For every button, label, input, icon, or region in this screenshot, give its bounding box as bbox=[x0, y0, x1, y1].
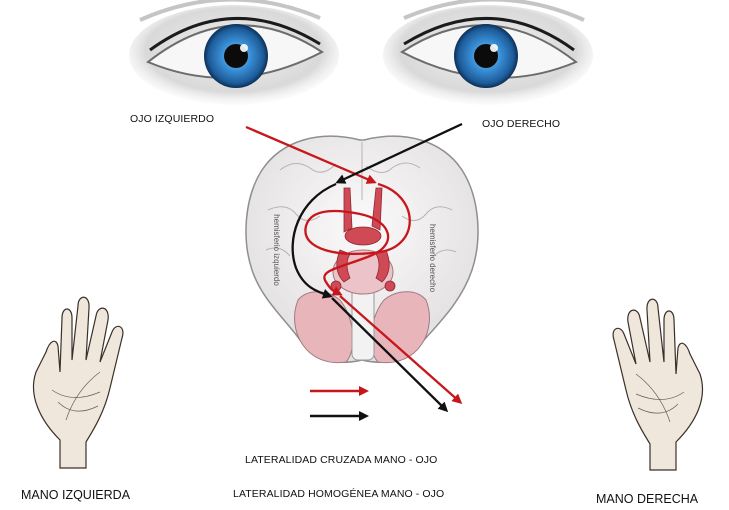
left-hand-label: MANO IZQUIERDA bbox=[21, 488, 130, 502]
left-hemisphere-label: hemisferio izquierdo bbox=[272, 214, 281, 286]
left-eye-image bbox=[129, 0, 339, 105]
right-hand-label: MANO DERECHA bbox=[596, 492, 698, 506]
right-eye-label: OJO DERECHO bbox=[482, 118, 560, 130]
left-hand-image bbox=[33, 297, 122, 468]
right-hemisphere-label: hemisferio derecho bbox=[428, 224, 437, 293]
left-eye-label: OJO IZQUIERDO bbox=[130, 113, 214, 125]
legend-crossed-label: LATERALIDAD CRUZADA MANO - OJO bbox=[245, 454, 437, 466]
right-eye-image bbox=[383, 0, 593, 105]
legend-homogeneous-label: LATERALIDAD HOMOGÉNEA MANO - OJO bbox=[233, 488, 444, 500]
right-hand-image bbox=[613, 299, 702, 470]
